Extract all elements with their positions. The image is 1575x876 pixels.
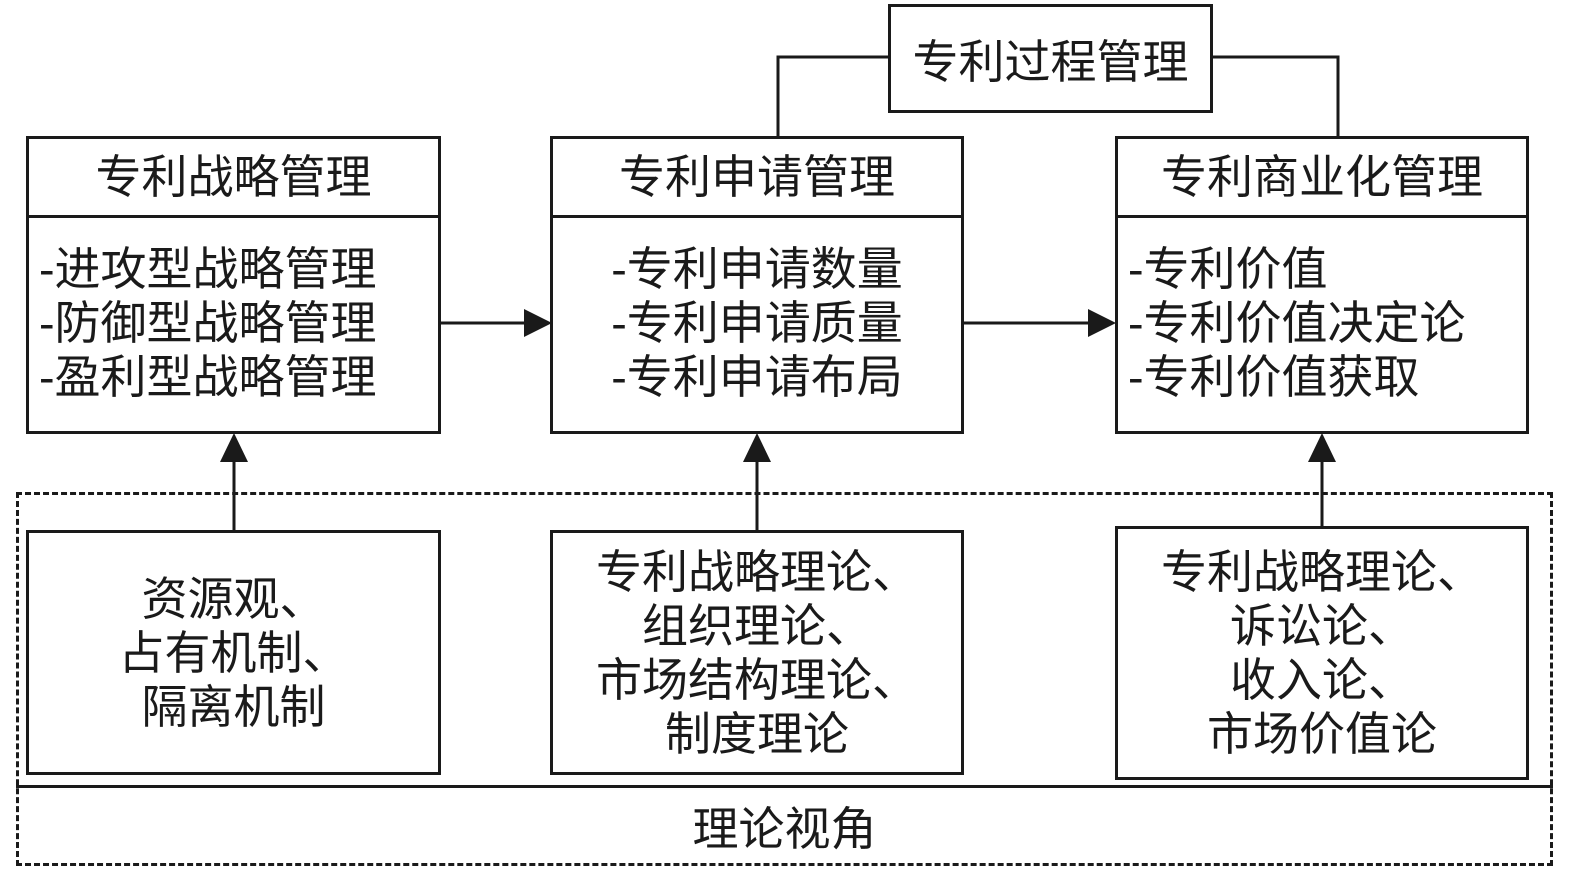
- application-management-items: -专利申请数量 -专利申请质量 -专利申请布局: [553, 218, 961, 404]
- commercialization-theory-line: 市场价值论: [1207, 707, 1437, 761]
- process-management-label: 专利过程管理: [912, 34, 1189, 89]
- commercialization-item: -专利价值获取: [1128, 350, 1420, 404]
- commercialization-theory-box: 专利战略理论、 诉讼论、 收入论、 市场价值论: [1115, 526, 1529, 780]
- application-item: -专利申请质量: [611, 296, 903, 350]
- strategy-theory-line: 隔离机制: [141, 679, 326, 734]
- perspective-divider: [16, 785, 1553, 788]
- application-theory-line: 制度理论: [665, 706, 849, 761]
- strategy-item: -盈利型战略管理: [39, 350, 377, 404]
- commercialization-management-box: 专利商业化管理 -专利价值 -专利价值决定论 -专利价值获取: [1115, 136, 1529, 434]
- commercialization-management-items: -专利价值 -专利价值决定论 -专利价值获取: [1118, 218, 1526, 404]
- application-management-title: 专利申请管理: [553, 139, 961, 218]
- perspective-label: 理论视角: [692, 802, 877, 856]
- application-management-box: 专利申请管理 -专利申请数量 -专利申请质量 -专利申请布局: [550, 136, 964, 434]
- strategy-management-items: -进攻型战略管理 -防御型战略管理 -盈利型战略管理: [29, 218, 438, 404]
- application-theory-box: 专利战略理论、 组织理论、 市场结构理论、 制度理论: [550, 530, 964, 775]
- commercialization-management-title: 专利商业化管理: [1118, 139, 1526, 218]
- process-management-box: 专利过程管理: [888, 4, 1213, 113]
- application-item: -专利申请布局: [611, 350, 903, 404]
- process-bracket-right: [1210, 55, 1340, 137]
- strategy-item: -防御型战略管理: [39, 296, 377, 350]
- application-theory-line: 市场结构理论、: [596, 652, 918, 707]
- application-theory-line: 组织理论、: [642, 598, 872, 653]
- application-theory-line: 专利战略理论、: [596, 544, 918, 599]
- strategy-management-title: 专利战略管理: [29, 139, 438, 218]
- application-item: -专利申请数量: [611, 242, 903, 296]
- strategy-theory-line: 资源观、: [141, 571, 326, 626]
- process-bracket-left: [776, 55, 890, 137]
- commercialization-theory-line: 收入论、: [1230, 653, 1414, 707]
- commercialization-theory-line: 诉讼论、: [1230, 599, 1414, 653]
- commercialization-item: -专利价值: [1128, 242, 1328, 296]
- strategy-theory-box: 资源观、 占有机制、 隔离机制: [26, 530, 441, 775]
- theory-perspective-region: [16, 492, 1553, 866]
- commercialization-item: -专利价值决定论: [1128, 296, 1466, 350]
- strategy-theory-line: 占有机制、: [118, 625, 349, 680]
- strategy-management-box: 专利战略管理 -进攻型战略管理 -防御型战略管理 -盈利型战略管理: [26, 136, 441, 434]
- strategy-item: -进攻型战略管理: [39, 242, 377, 296]
- commercialization-theory-line: 专利战略理论、: [1161, 545, 1483, 599]
